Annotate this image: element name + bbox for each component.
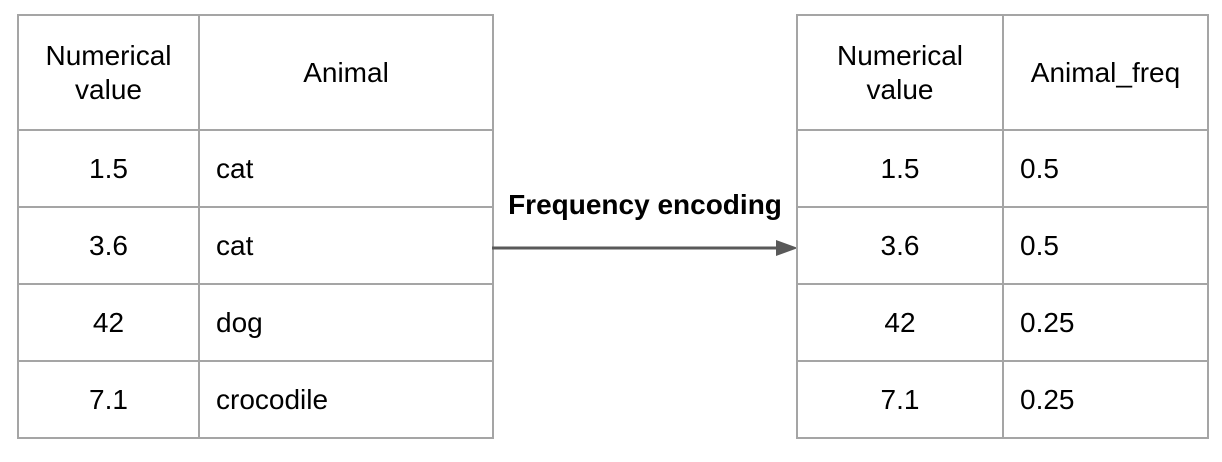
numerical-value-cell: 7.1 xyxy=(17,360,200,439)
right-arrow-icon xyxy=(492,240,798,256)
numerical-value-cell: 42 xyxy=(796,283,1004,362)
table-row: 3.6 0.5 xyxy=(796,206,1209,285)
animal-cell: crocodile xyxy=(198,360,494,439)
numerical-value-column-header: Numerical value xyxy=(17,14,200,131)
table-row: 42 dog xyxy=(17,283,494,362)
animal-freq-column-header: Animal_freq xyxy=(1002,14,1209,131)
table-row: 3.6 cat xyxy=(17,206,494,285)
animal-freq-cell: 0.25 xyxy=(1002,360,1209,439)
numerical-value-cell: 7.1 xyxy=(796,360,1004,439)
numerical-value-cell: 1.5 xyxy=(17,129,200,208)
numerical-value-cell: 3.6 xyxy=(796,206,1004,285)
animal-freq-cell: 0.5 xyxy=(1002,206,1209,285)
animal-cell: dog xyxy=(198,283,494,362)
original-data-table: Numerical value Animal 1.5 cat 3.6 cat 4… xyxy=(17,14,494,439)
table-row: 1.5 0.5 xyxy=(796,129,1209,208)
animal-cell: cat xyxy=(198,206,494,285)
transform-label: Frequency encoding xyxy=(508,189,782,220)
header-row: Numerical value Animal_freq xyxy=(796,14,1209,131)
table-row: 1.5 cat xyxy=(17,129,494,208)
animal-freq-cell: 0.5 xyxy=(1002,129,1209,208)
numerical-value-column-header: Numerical value xyxy=(796,14,1004,131)
numerical-value-cell: 1.5 xyxy=(796,129,1004,208)
header-row: Numerical value Animal xyxy=(17,14,494,131)
animal-cell: cat xyxy=(198,129,494,208)
animal-freq-cell: 0.25 xyxy=(1002,283,1209,362)
table-row: 42 0.25 xyxy=(796,283,1209,362)
animal-column-header: Animal xyxy=(198,14,494,131)
table-row: 7.1 crocodile xyxy=(17,360,494,439)
table-row: 7.1 0.25 xyxy=(796,360,1209,439)
encoded-data-table: Numerical value Animal_freq 1.5 0.5 3.6 … xyxy=(796,14,1209,439)
transform-zone: Frequency encoding xyxy=(492,0,798,462)
numerical-value-cell: 42 xyxy=(17,283,200,362)
numerical-value-cell: 3.6 xyxy=(17,206,200,285)
